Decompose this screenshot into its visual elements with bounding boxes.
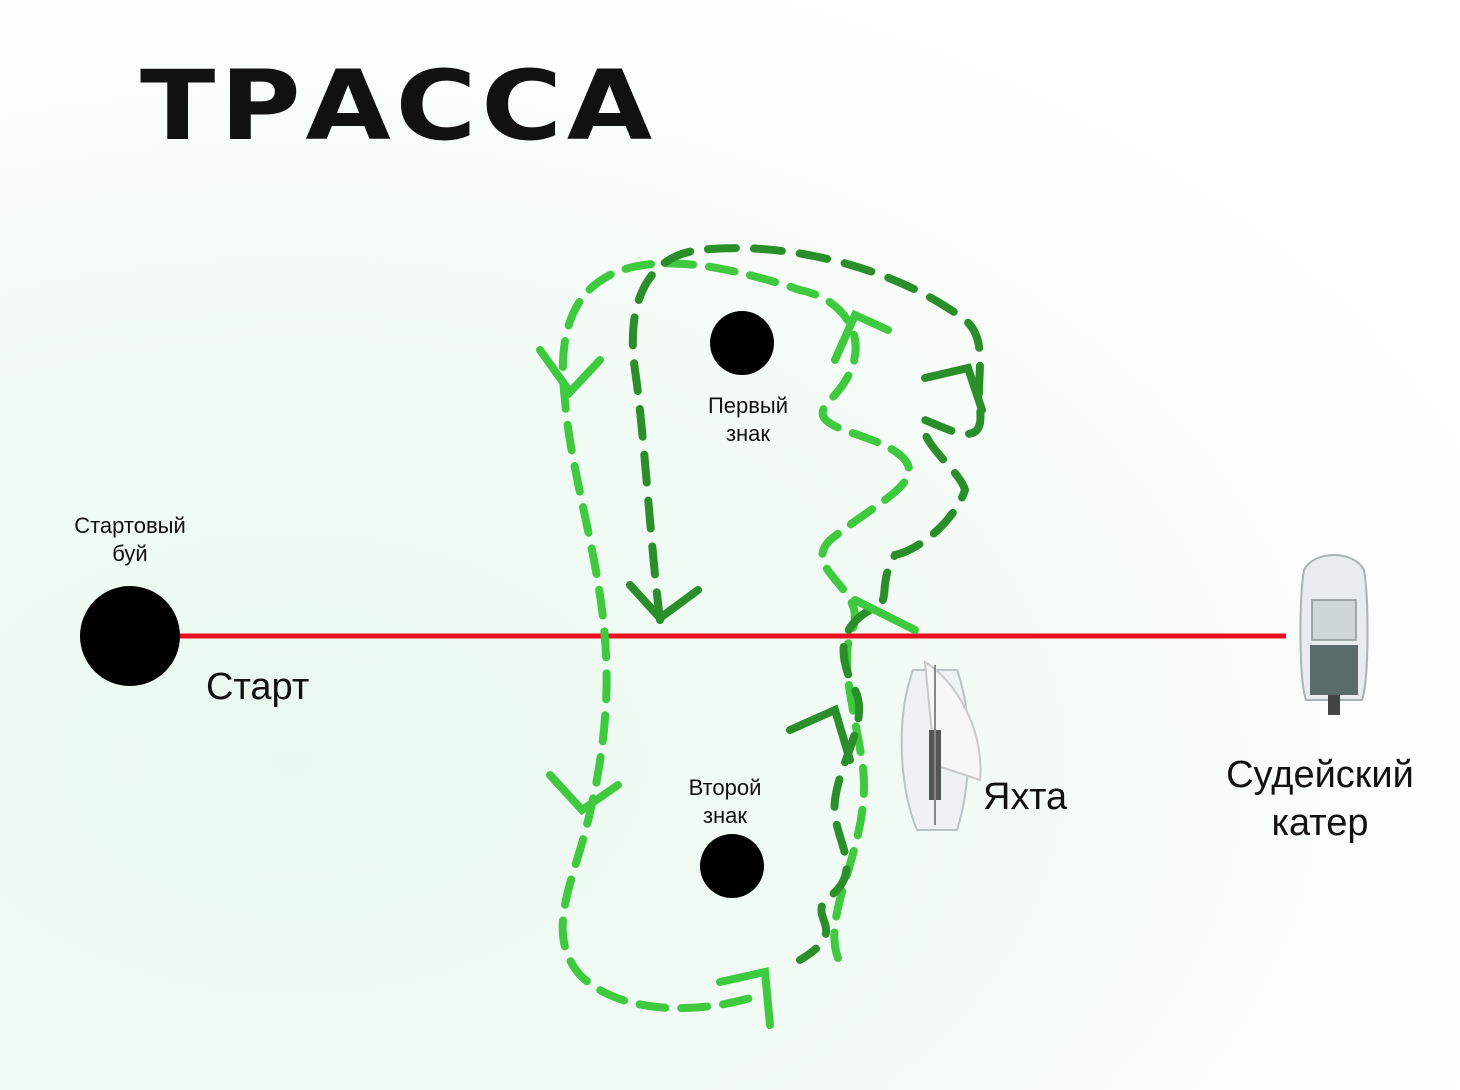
- arrow-icon: [716, 967, 774, 1029]
- first-mark-label: Первый знак: [707, 393, 789, 446]
- arrow-icon: [536, 346, 604, 399]
- arrow-icon: [786, 704, 854, 764]
- page-title: ТРАССА: [140, 50, 657, 162]
- arrow-icon: [546, 771, 622, 816]
- start-label: Старт: [206, 666, 310, 708]
- dark-route: [628, 244, 985, 964]
- arrow-icon: [831, 309, 892, 364]
- arrow-icon: [851, 596, 919, 634]
- arrow-icon: [921, 363, 986, 414]
- arrow-icon: [626, 581, 702, 624]
- yacht-icon: [900, 660, 982, 831]
- judge-boat-icon: [1299, 554, 1369, 715]
- start-buoy-label: Стартовый буй: [74, 513, 186, 566]
- second-mark-label: Второй знак: [688, 775, 762, 828]
- second-mark: [700, 834, 764, 898]
- start-buoy: [80, 586, 180, 686]
- judge-boat-label: Судейский катер: [1226, 754, 1414, 844]
- first-mark: [710, 311, 774, 375]
- yacht-label: Яхта: [983, 776, 1068, 818]
